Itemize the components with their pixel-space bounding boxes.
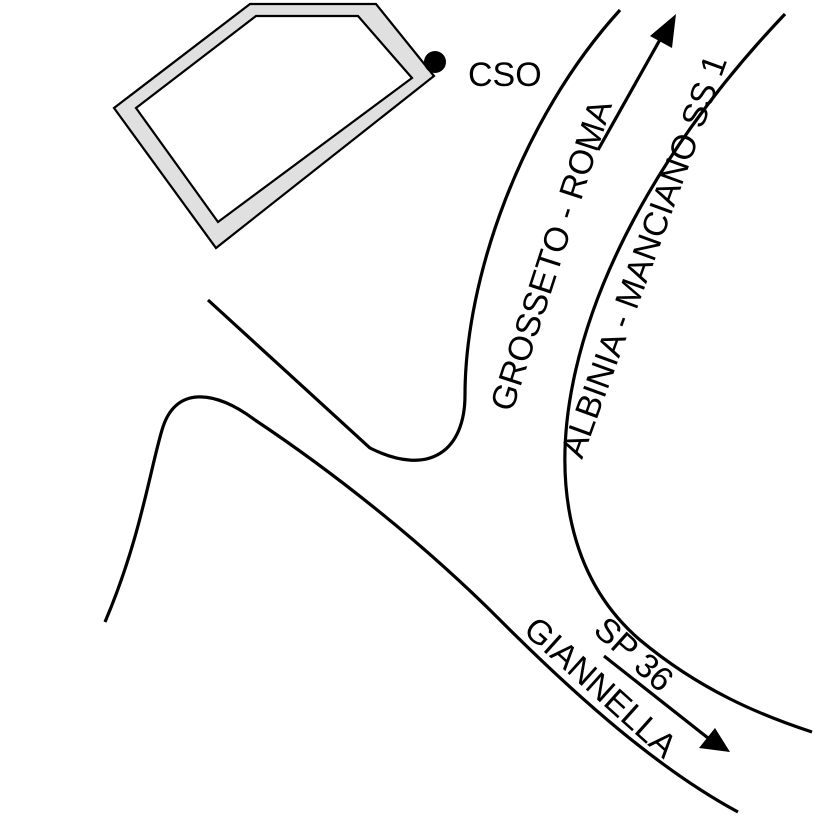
arrow-up-right-icon — [596, 14, 676, 151]
arrow-down-right-icon — [603, 654, 730, 752]
building — [112, 2, 436, 250]
road-giannella-edge — [103, 395, 739, 814]
location-dot-icon[interactable] — [424, 51, 446, 73]
cso-label: CSO — [468, 56, 542, 94]
road-grosseto-roma-west-edge — [206, 8, 622, 462]
building-inner — [134, 14, 414, 224]
road-albinia-manciano-east-edge — [563, 12, 813, 734]
